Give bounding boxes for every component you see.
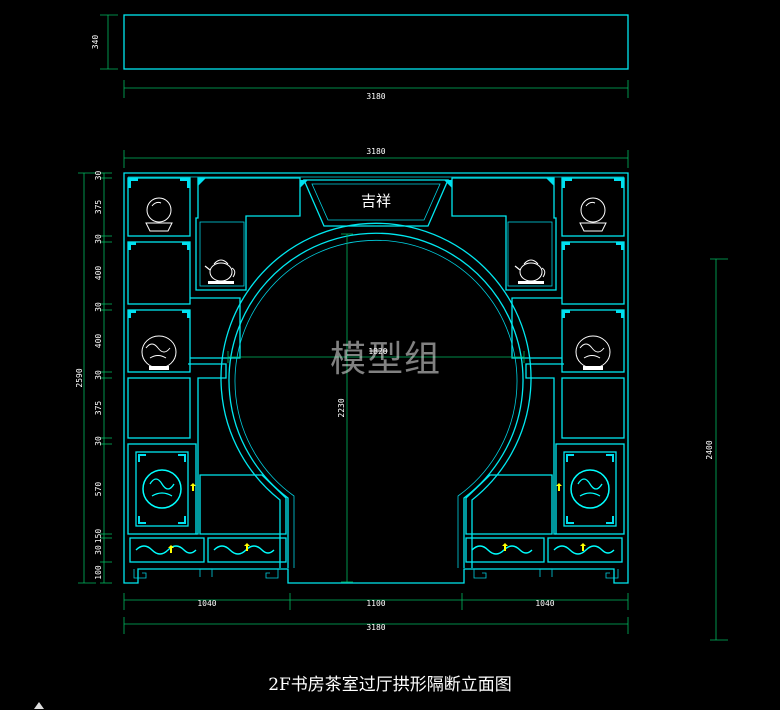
top-panel-width-dimension: 3180 [123, 80, 629, 101]
left-height-label: 2590 [75, 368, 84, 387]
segment-dim-label: 375 [94, 401, 103, 416]
segment-dim-label: 30 [94, 436, 103, 446]
left-carved-door [138, 454, 186, 524]
left-teapot [204, 259, 236, 284]
right-height-label: 2400 [705, 440, 714, 459]
plaque-text: 吉祥 [361, 192, 391, 210]
right-teapot [514, 259, 546, 284]
segment-dim-label: 30 [94, 370, 103, 380]
corner-ornaments [128, 178, 624, 318]
mouse-cursor-icon [34, 702, 44, 709]
bottom-dim-middle: 1100 [366, 599, 385, 608]
top-panel [123, 14, 629, 70]
bottom-dim-left: 1040 [197, 599, 216, 608]
lucky-plaque: 吉祥 [303, 179, 449, 227]
segment-dim-label: 150 [94, 529, 103, 544]
segment-dim-label: 570 [94, 482, 103, 497]
arch-dimensions: 1820 2230 [227, 233, 525, 583]
drawing-title: 2F书房茶室过厅拱形隔断立面图 [268, 675, 512, 695]
bottom-dim-right: 1040 [535, 599, 554, 608]
arch-height-label: 2230 [337, 398, 346, 417]
right-carved-door [566, 454, 614, 524]
right-crystal-ball [579, 197, 607, 232]
segment-dim-label: 400 [94, 334, 103, 349]
watermark: 模型组 [330, 339, 442, 380]
right-vase [575, 335, 611, 370]
bottom-dimensions: 1040 1100 1040 3180 [123, 593, 629, 634]
overall-width-label: 3180 [366, 147, 385, 156]
segment-dim-label: 30 [94, 545, 103, 555]
top-panel-height-dimension: 340 [91, 14, 118, 70]
segment-dim-label: 375 [94, 200, 103, 215]
segment-dim-label: 400 [94, 266, 103, 281]
left-vase [141, 335, 177, 370]
segment-dim-label: 30 [94, 171, 103, 181]
segment-dim-label: 30 [94, 302, 103, 312]
left-overall-height-dimension: 2590 [75, 172, 96, 584]
right-height-dimension: 2400 [705, 258, 728, 641]
top-panel-height-label: 340 [91, 35, 100, 50]
left-shelf-column [127, 177, 301, 563]
right-shelf-column [451, 177, 625, 563]
arch-width-label: 1820 [368, 347, 387, 356]
partition-frame [123, 172, 629, 584]
top-panel-width-label: 3180 [366, 92, 385, 101]
overall-width-dimension: 3180 [123, 147, 629, 168]
left-crystal-ball [145, 197, 173, 232]
door-handles [168, 483, 586, 553]
moon-arch [220, 222, 532, 568]
segment-dim-label: 30 [94, 234, 103, 244]
bottom-total-label: 3180 [366, 623, 385, 632]
segment-dim-label: 100 [94, 565, 103, 580]
